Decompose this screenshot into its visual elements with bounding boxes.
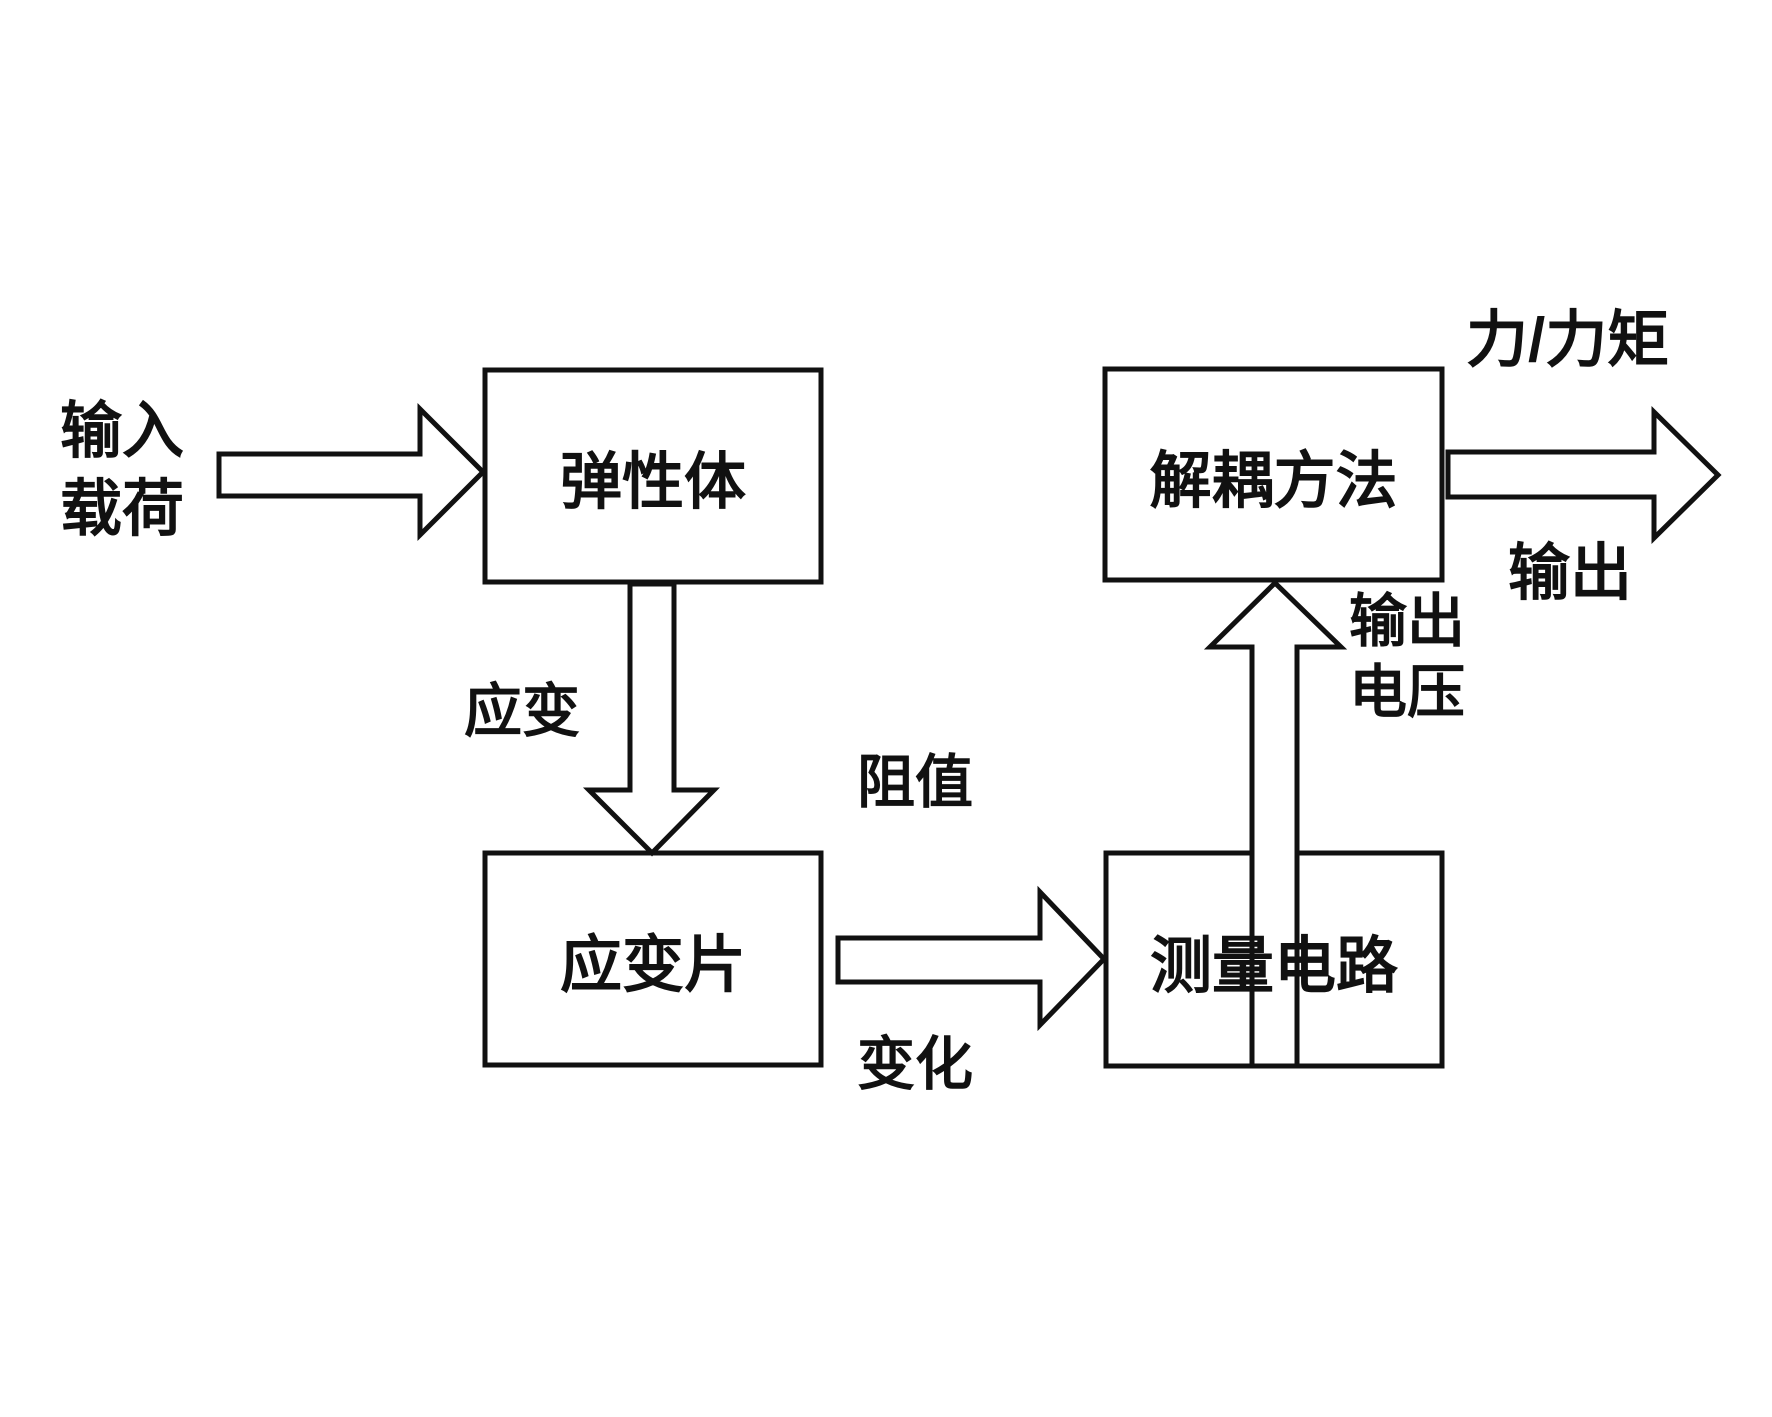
label-output: 输出 xyxy=(1508,539,1633,608)
label-input-load-line1: 输入 xyxy=(60,397,185,466)
box-elastic-body-label: 弹性体 xyxy=(559,448,746,517)
box-elastic-body xyxy=(482,367,824,585)
box-decoupling-method-label: 解耦方法 xyxy=(1149,446,1398,516)
label-output-voltage-line1: 输出 xyxy=(1349,589,1466,654)
label-input-load-line2: 载荷 xyxy=(60,475,185,544)
box-strain-gauge xyxy=(482,850,824,1068)
arrow-resistance-change xyxy=(835,885,1108,1032)
arrow-output-voltage xyxy=(1203,579,1348,1069)
box-strain-gauge-label: 应变片 xyxy=(559,931,746,1000)
box-decoupling-method xyxy=(1102,366,1445,583)
arrow-input-load xyxy=(216,402,487,542)
label-force-torque: 力/力矩 xyxy=(1466,306,1670,375)
label-resistance-change-line1: 阻值 xyxy=(857,750,974,815)
label-strain: 应变 xyxy=(464,679,581,744)
arrow-strain xyxy=(582,581,720,857)
arrow-force-torque-output xyxy=(1445,406,1722,544)
box-measuring-circuit-label: 测量电路 xyxy=(1149,931,1398,1001)
label-resistance-change-line2: 变化 xyxy=(857,1032,974,1097)
label-output-voltage-line2: 电压 xyxy=(1349,660,1466,725)
